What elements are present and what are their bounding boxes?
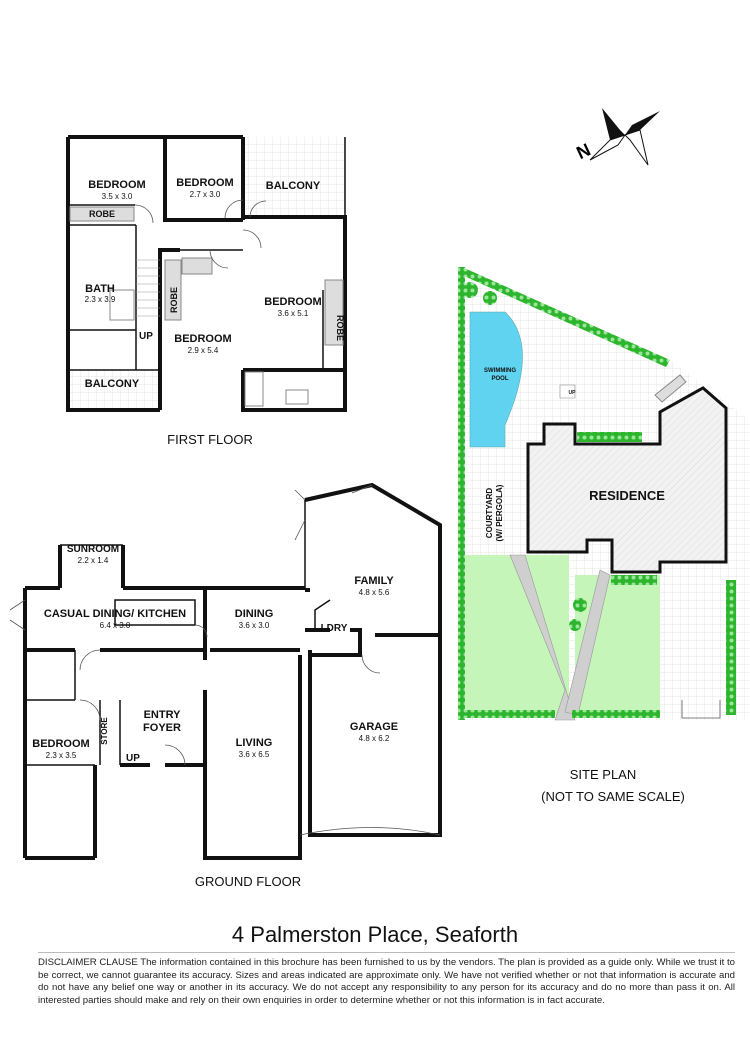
plan-label: BEDROOM — [32, 738, 89, 750]
plan-label: COURTYARD — [485, 488, 494, 539]
plan-label: ENTRY — [144, 709, 182, 721]
plan-label: POOL — [491, 376, 508, 382]
plan-label: 2.9 x 5.4 — [188, 346, 219, 355]
plan-label: FAMILY — [354, 575, 394, 587]
plan-label: STORE — [100, 717, 109, 745]
plan-label: BALCONY — [85, 378, 140, 390]
plan-label: 3.6 x 3.0 — [239, 621, 270, 630]
plan-label: 2.3 x 3.5 — [46, 751, 77, 760]
plan-label: UP — [126, 753, 140, 764]
plan-label: 3.6 x 6.5 — [239, 750, 270, 759]
plan-label: FIRST FLOOR — [167, 432, 253, 447]
plan-label: (W/ PERGOLA) — [495, 484, 504, 541]
disclaimer-text: DISCLAIMER CLAUSE The information contai… — [38, 957, 735, 1006]
floor-plan-drawing: N BEDROOM 3.5 x 3.0 BEDROOM 2.7 x 3.0 BA… — [9, 108, 750, 889]
site-plan: RESIDENCE SWIMMING POOL UP COURTYARD (W/… — [458, 267, 750, 804]
plan-label: 4.8 x 5.6 — [359, 588, 390, 597]
plan-label: 6.4 x 3.0 — [100, 621, 131, 630]
plan-label: BATH — [85, 283, 115, 295]
plan-label: 2.3 x 3.9 — [85, 295, 116, 304]
plan-label: 3.6 x 5.1 — [278, 309, 309, 318]
plan-label: 4.8 x 6.2 — [359, 734, 390, 743]
plan-label: UP — [569, 390, 577, 396]
first-floor-plan: BEDROOM 3.5 x 3.0 BEDROOM 2.7 x 3.0 BALC… — [66, 135, 347, 447]
plan-label: SITE PLAN — [570, 767, 636, 782]
plan-label: SUNROOM — [67, 544, 119, 555]
plan-label: 2.7 x 3.0 — [190, 190, 221, 199]
plan-label: (NOT TO SAME SCALE) — [541, 789, 685, 804]
plan-label: GROUND FLOOR — [195, 874, 301, 889]
plan-label: LDRY — [321, 623, 348, 634]
plan-label: BEDROOM — [264, 296, 321, 308]
plan-label: RESIDENCE — [589, 488, 665, 503]
plan-label: CASUAL DINING/ KITCHEN — [44, 608, 186, 620]
plan-label: FOYER — [143, 722, 181, 734]
plan-label: ROBE — [89, 209, 115, 219]
plan-label: GARAGE — [350, 721, 398, 733]
plan-label: BEDROOM — [174, 333, 231, 345]
plan-label: SWIMMING — [484, 368, 516, 374]
ground-floor-plan: SUNROOM 2.2 x 1.4 CASUAL DINING/ KITCHEN… — [9, 482, 442, 889]
plan-label: UP — [139, 331, 153, 342]
plan-label: ROBE — [169, 287, 179, 313]
plan-label: LIVING — [236, 737, 273, 749]
plan-label: BEDROOM — [88, 179, 145, 191]
plan-label: DINING — [235, 608, 274, 620]
compass-rose-icon: N — [573, 108, 660, 166]
divider — [38, 952, 735, 953]
plan-label: ROBE — [335, 315, 345, 341]
plan-label: 3.5 x 3.0 — [102, 192, 133, 201]
plan-label: 2.2 x 1.4 — [78, 556, 109, 565]
plan-label: BALCONY — [266, 180, 321, 192]
property-title: 4 Palmerston Place, Seaforth — [231, 922, 519, 947]
plan-label: BEDROOM — [176, 177, 233, 189]
